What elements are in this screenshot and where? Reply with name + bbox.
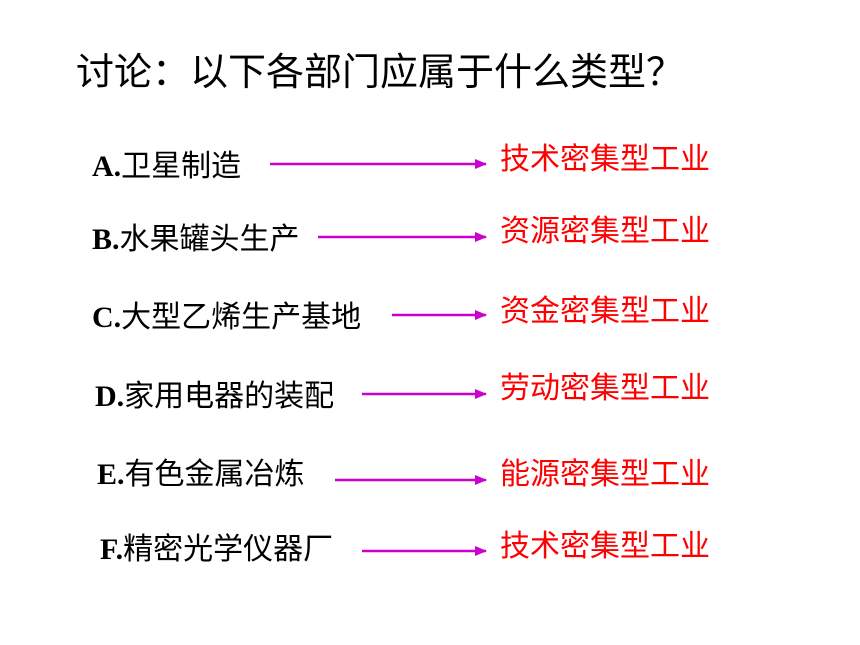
answer-a: 技术密集型工业 [500,142,710,177]
item-c-prefix: C. [92,301,122,334]
item-c-name: 大型乙烯生产基地 [121,300,362,335]
item-a-prefix: A. [92,150,122,183]
item-f-prefix: F. [100,533,124,566]
item-e: E.有色金属冶炼 [97,458,305,492]
item-c: C.大型乙烯生产基地 [92,301,361,335]
answer-e: 能源密集型工业 [500,457,710,492]
item-f-name: 精密光学仪器厂 [123,532,334,567]
item-b: B.水果罐头生产 [92,223,300,257]
answer-c: 资金密集型工业 [500,294,710,329]
item-d: D.家用电器的装配 [95,380,334,414]
answer-b: 资源密集型工业 [500,214,710,249]
slide-title: 讨论：以下各部门应属于什么类型？ [76,50,685,94]
item-f: F.精密光学仪器厂 [100,533,333,567]
item-a: A.卫星制造 [92,150,241,184]
item-a-name: 卫星制造 [121,149,242,184]
item-d-name: 家用电器的装配 [124,379,335,414]
item-d-prefix: D. [95,380,125,413]
item-b-prefix: B. [92,223,120,256]
item-e-prefix: E. [97,458,125,491]
answer-f: 技术密集型工业 [500,529,710,564]
item-e-name: 有色金属冶炼 [124,457,305,492]
answer-d: 劳动密集型工业 [500,371,710,406]
item-b-name: 水果罐头生产 [119,222,300,257]
